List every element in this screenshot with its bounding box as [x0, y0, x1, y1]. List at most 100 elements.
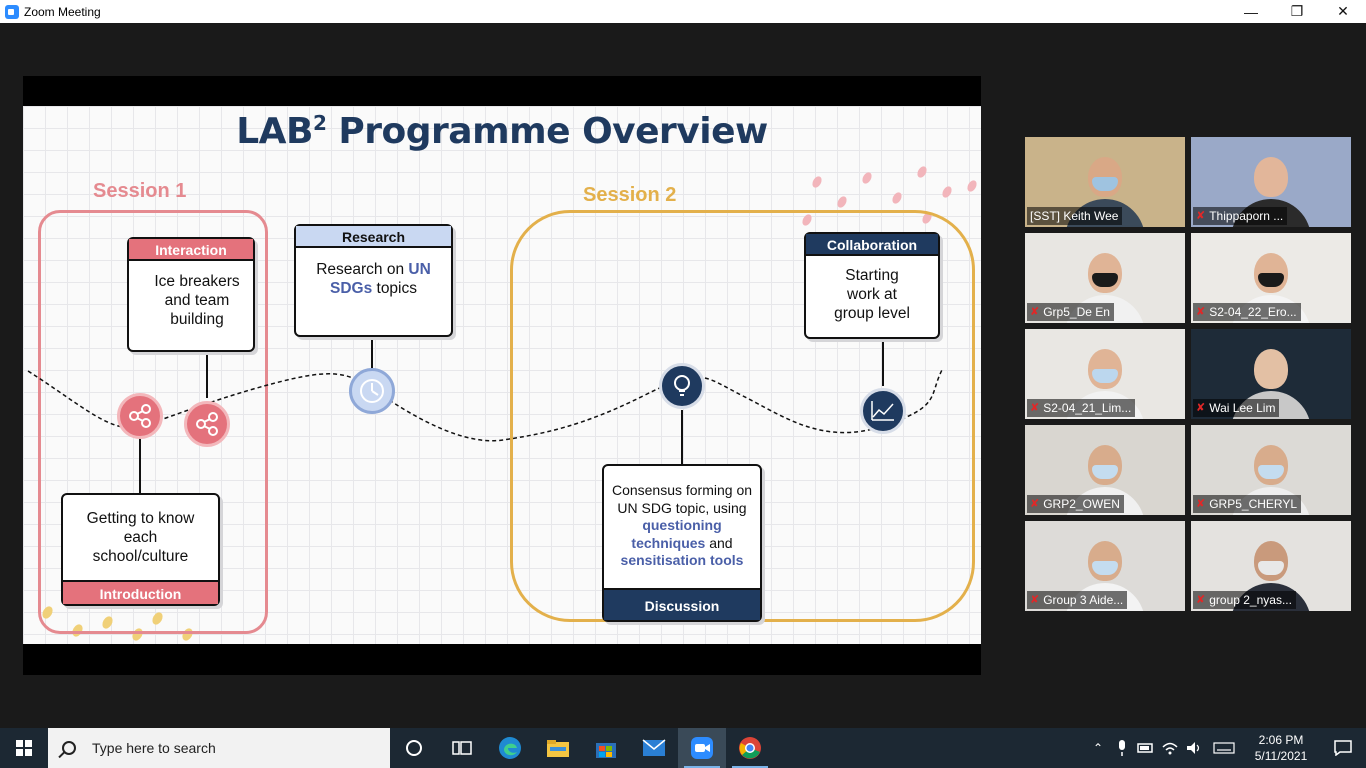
- zoom-icon[interactable]: [678, 728, 726, 768]
- participant-tile[interactable]: [SST] Keith Wee: [1025, 137, 1185, 227]
- search-icon: [62, 741, 76, 755]
- participant-name: GRP2_OWEN: [1043, 497, 1120, 511]
- face-mask: [1092, 561, 1118, 575]
- participant-name: Wai Lee Lim: [1209, 401, 1276, 415]
- volume-icon[interactable]: [1182, 728, 1206, 768]
- collaboration-card-title: Collaboration: [806, 234, 938, 256]
- collaboration-card: Collaboration Starting work at group lev…: [804, 232, 940, 339]
- session-1-frame: [38, 210, 268, 634]
- face-mask: [1092, 369, 1118, 383]
- muted-mic-icon: ✘: [1196, 306, 1206, 318]
- face-mask: [1092, 465, 1118, 479]
- introduction-card-title: Introduction: [63, 580, 218, 604]
- window-title: Zoom Meeting: [24, 4, 101, 19]
- discussion-card-title: Discussion: [604, 588, 760, 620]
- interaction-card: Interaction Ice breakers and team buildi…: [127, 237, 255, 352]
- windows-logo-icon: [16, 740, 32, 756]
- session-2-label: Session 2: [583, 184, 677, 206]
- face-mask: [1258, 273, 1284, 287]
- participant-tile[interactable]: ✘GRP5_CHERYL: [1191, 425, 1351, 515]
- clock-date: 5/11/2021: [1254, 749, 1308, 763]
- participant-tile[interactable]: ✘Thippaporn ...: [1191, 137, 1351, 227]
- close-button[interactable]: ✕: [1337, 3, 1349, 19]
- face-mask: [1258, 465, 1284, 479]
- participant-name-label: [SST] Keith Wee: [1027, 207, 1123, 225]
- minimize-button[interactable]: —: [1244, 3, 1258, 20]
- muted-mic-icon: ✘: [1196, 594, 1206, 606]
- participant-silhouette-head: [1254, 157, 1288, 197]
- chevron-up-icon[interactable]: ⌃: [1092, 741, 1104, 755]
- participant-name: Group 3 Aide...: [1043, 593, 1124, 607]
- start-button[interactable]: [0, 728, 48, 768]
- zoom-app-icon: [5, 4, 19, 19]
- participant-name-label: ✘Grp5_De En: [1027, 303, 1114, 321]
- edge-icon[interactable]: [486, 728, 534, 768]
- keyboard-icon[interactable]: [1206, 728, 1242, 768]
- share-network-icon: [117, 393, 163, 439]
- store-icon[interactable]: [582, 728, 630, 768]
- participant-tile[interactable]: ✘Wai Lee Lim: [1191, 329, 1351, 419]
- interaction-card-text: Ice breakers and team building: [154, 273, 240, 328]
- slide-title-main: LAB: [236, 111, 313, 152]
- introduction-card: Getting to know each school/culture Intr…: [61, 493, 220, 606]
- taskbar-search-box[interactable]: Type here to search: [48, 728, 390, 768]
- discussion-text-2: and: [705, 534, 733, 551]
- discussion-text-highlight-2: sensitisation tools: [620, 552, 744, 568]
- line-chart-icon: [860, 388, 906, 434]
- presentation-slide: LAB2 Programme Overview Session 1 Sessio…: [23, 106, 981, 644]
- research-card: Research Research on UN SDGs topics: [294, 224, 453, 337]
- timeline-path: [27, 337, 944, 493]
- muted-mic-icon: ✘: [1030, 306, 1040, 318]
- participant-name-label: ✘GRP2_OWEN: [1027, 495, 1124, 513]
- participant-tile[interactable]: ✘Group 3 Aide...: [1025, 521, 1185, 611]
- chrome-icon[interactable]: [726, 728, 774, 768]
- slide-title-superscript: 2: [312, 111, 327, 135]
- mail-icon[interactable]: [630, 728, 678, 768]
- muted-mic-icon: ✘: [1030, 594, 1040, 606]
- participant-name-label: ✘GRP5_CHERYL: [1193, 495, 1302, 513]
- share-network-icon: [184, 401, 230, 447]
- participant-name-label: ✘S2-04_21_Lim...: [1027, 399, 1136, 417]
- participant-name: S2-04_21_Lim...: [1043, 401, 1132, 415]
- face-mask: [1092, 273, 1118, 287]
- participant-name-label: ✘Thippaporn ...: [1193, 207, 1288, 225]
- discussion-card: Consensus forming on UN SDG topic, using…: [602, 464, 762, 622]
- research-card-title: Research: [296, 226, 451, 248]
- cortana-icon[interactable]: [390, 728, 438, 768]
- restore-button[interactable]: ❐: [1290, 3, 1304, 19]
- participant-tile[interactable]: ✘Grp5_De En: [1025, 233, 1185, 323]
- participant-tile[interactable]: ✘GRP2_OWEN: [1025, 425, 1185, 515]
- clock-icon: [349, 368, 395, 414]
- participant-name-label: ✘Wai Lee Lim: [1193, 399, 1280, 417]
- interaction-card-title: Interaction: [129, 239, 253, 261]
- windows-taskbar: Type here to search ⌃: [0, 728, 1366, 768]
- battery-icon[interactable]: [1134, 728, 1158, 768]
- participant-name: Thippaporn ...: [1209, 209, 1284, 223]
- participant-tile[interactable]: ✘group 2_nyas...: [1191, 521, 1351, 611]
- slide-title-rest: Programme Overview: [338, 111, 768, 152]
- file-explorer-icon[interactable]: [534, 728, 582, 768]
- taskbar-clock[interactable]: 2:06 PM 5/11/2021: [1242, 728, 1320, 768]
- participant-name: GRP5_CHERYL: [1209, 497, 1298, 511]
- lightbulb-icon: [659, 363, 705, 409]
- participant-name: [SST] Keith Wee: [1030, 209, 1119, 223]
- system-tray: ⌃ 2:06 PM 5/11/2021: [1086, 728, 1366, 768]
- meeting-stage: LAB2 Programme Overview Session 1 Sessio…: [0, 23, 1366, 728]
- task-view-icon[interactable]: [438, 728, 486, 768]
- research-text-highlight: UN SDGs: [329, 261, 431, 297]
- muted-mic-icon: ✘: [1196, 498, 1206, 510]
- muted-mic-icon: ✘: [1030, 498, 1040, 510]
- session-1-label: Session 1: [93, 180, 187, 202]
- collaboration-card-text: Starting work at group level: [834, 267, 910, 322]
- search-placeholder: Type here to search: [92, 740, 216, 756]
- notification-center-icon[interactable]: [1320, 728, 1366, 768]
- screen-share-view[interactable]: LAB2 Programme Overview Session 1 Sessio…: [23, 76, 981, 675]
- introduction-card-text: Getting to know each school/culture: [86, 510, 195, 565]
- participant-tile[interactable]: ✘S2-04_22_Ero...: [1191, 233, 1351, 323]
- muted-mic-icon: ✘: [1030, 402, 1040, 414]
- microphone-icon[interactable]: [1110, 728, 1134, 768]
- muted-mic-icon: ✘: [1196, 210, 1206, 222]
- participant-tile[interactable]: ✘S2-04_21_Lim...: [1025, 329, 1185, 419]
- window-titlebar: Zoom Meeting — ❐ ✕: [0, 0, 1366, 23]
- wifi-icon[interactable]: [1158, 728, 1182, 768]
